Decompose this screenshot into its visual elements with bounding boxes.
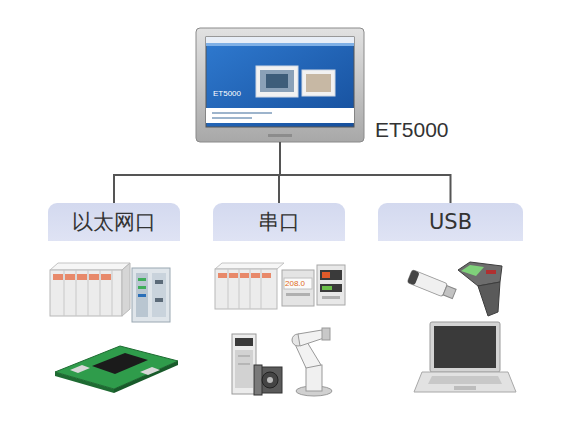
hmi-device-drawing [196,28,364,142]
interface-tab: 串口 [213,203,345,241]
circuit-board [55,346,178,393]
servo-drive [232,334,256,394]
hmi-device: ET5000 [196,28,364,142]
interface-tab: USB [378,203,523,241]
display-reading: 208.0 [285,280,305,288]
laptop [414,322,516,392]
servo-motor [254,365,282,395]
interface-name: USB [429,210,472,234]
bus-connector [114,142,280,203]
interface-name: 串口 [258,208,300,236]
temperature-controller [282,265,345,306]
robot-arm [292,328,332,396]
barcode-scanner [458,262,502,316]
usb-stick [407,270,457,301]
interface-tab: 以太网口 [48,203,180,241]
device-name: ET5000 [375,118,449,142]
interface-name: 以太网口 [72,208,156,236]
io-module [132,268,170,322]
plc-rack [215,263,284,309]
screen-text: ET5000 [213,90,241,98]
plc-rack [50,263,130,316]
bus-connector [280,142,451,203]
